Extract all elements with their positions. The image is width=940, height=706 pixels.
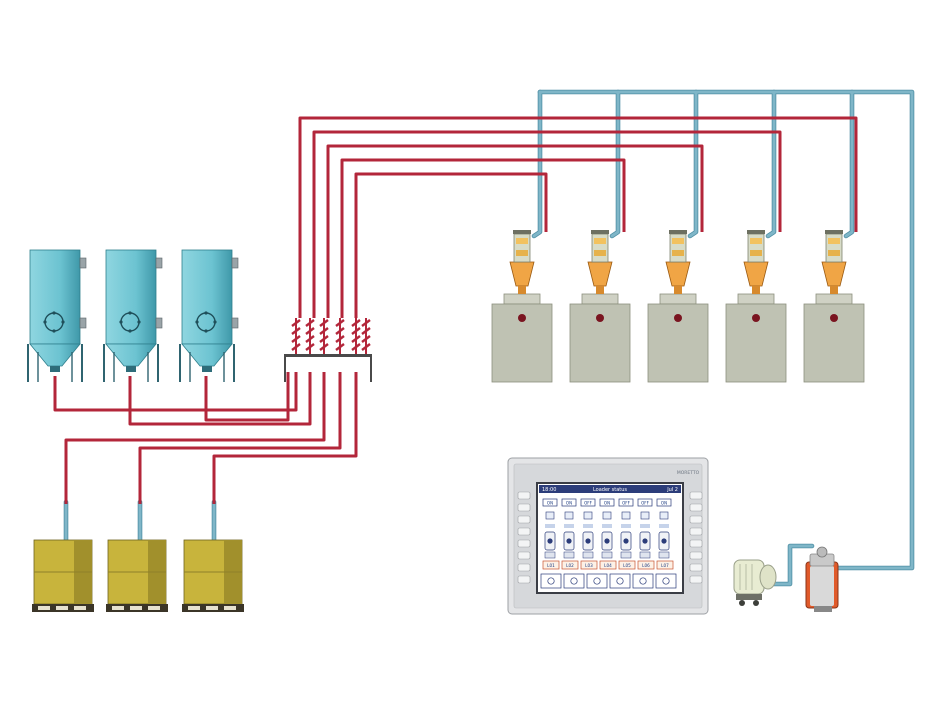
screen-header-title: Loader status [593, 487, 627, 493]
screen-content: ON L01 ON L02 OFF L03 ON L04 OFF L05 OFF L06 ON L07 [540, 498, 677, 589]
vacuum-main-line [538, 90, 914, 570]
silo-1-outlet-line [53, 372, 298, 412]
loader-machine [803, 230, 865, 383]
loaders-group [491, 230, 865, 383]
manifold-valve [351, 318, 361, 354]
screen-button [586, 573, 608, 589]
silo [103, 249, 163, 382]
screen-loader-label: L02 [566, 563, 574, 568]
screen-loader-label: L04 [604, 563, 612, 568]
silo [179, 249, 239, 382]
screen-status-label: ON [604, 501, 610, 506]
screen-header-left: 18:00 [542, 487, 556, 493]
loader-machine [647, 230, 709, 383]
screen-status-label: ON [547, 501, 553, 506]
material-line-loader-4 [312, 130, 782, 318]
vacuum-drop-2 [610, 90, 620, 238]
silo [27, 249, 87, 382]
manifold-valve [291, 318, 301, 354]
panel-key [517, 563, 531, 572]
vacuum-unit [733, 546, 839, 612]
central-filter [805, 546, 839, 612]
screen-button [655, 573, 677, 589]
vacuum-drop-4 [766, 90, 776, 238]
vacuum-drop-5 [844, 90, 854, 238]
panel-key [689, 491, 703, 500]
screen-button [632, 573, 654, 589]
control-panel: MORETTO 18:00 Loader status Jul 2 ONL01O… [507, 457, 709, 615]
panel-key [689, 503, 703, 512]
manifold-valve [319, 318, 329, 354]
boxes-group [32, 539, 244, 612]
screen-status-label: ON [566, 501, 572, 506]
vacuum-drop-1 [532, 90, 542, 238]
box-2-line [138, 372, 342, 504]
panel-key [517, 503, 531, 512]
screen-loader-label: L06 [642, 563, 650, 568]
manifold-valve [361, 318, 371, 354]
panel-key [689, 527, 703, 536]
screen-status-label: ON [661, 501, 667, 506]
screen-button [563, 573, 585, 589]
box-3-line [212, 372, 358, 504]
panel-key [517, 491, 531, 500]
screen-status-label: OFF [622, 501, 630, 506]
loader-machine [491, 230, 553, 383]
screen-button [609, 573, 631, 589]
panel-key [517, 539, 531, 548]
panel-key [689, 539, 703, 548]
material-line-loader-1 [354, 172, 548, 318]
box-1-line [64, 372, 326, 504]
panel-brand: MORETTO [677, 470, 700, 476]
screen-header-bar [539, 485, 681, 493]
vacuum-blower-link [770, 544, 814, 586]
manifold-valve [335, 318, 345, 354]
octabin-box [182, 539, 244, 612]
panel-key [689, 575, 703, 584]
screen-status-label: OFF [641, 501, 649, 506]
vacuum-line-network [63, 89, 915, 587]
material-line-network [53, 116, 858, 504]
octabin-box [106, 539, 168, 612]
material-line-loader-3 [326, 144, 704, 318]
panel-key [517, 515, 531, 524]
panel-side-keys [517, 491, 703, 584]
panel-key [517, 551, 531, 560]
material-line-loader-2 [340, 158, 626, 318]
panel-key [517, 527, 531, 536]
manifold-valve [305, 318, 315, 354]
silo-2-outlet-line [128, 372, 312, 426]
vacuum-drop-3 [688, 90, 698, 238]
screen-button [540, 573, 562, 589]
material-line-loader-5 [298, 116, 858, 318]
distribution-manifold [284, 318, 372, 382]
panel-key [689, 551, 703, 560]
octabin-box [32, 539, 94, 612]
panel-key [689, 515, 703, 524]
screen-loader-label: L05 [623, 563, 631, 568]
screen-loader-label: L03 [585, 563, 593, 568]
silo-3-outlet-line [204, 372, 290, 422]
screen-loader-label: L07 [661, 563, 669, 568]
loader-machine [569, 230, 631, 383]
silos-group [27, 249, 239, 382]
screen-header-right: Jul 2 [666, 487, 678, 493]
blower [733, 559, 777, 606]
loader-machine [725, 230, 787, 383]
screen-status-label: OFF [584, 501, 592, 506]
screen-loader-label: L01 [547, 563, 555, 568]
panel-key [689, 563, 703, 572]
panel-key [517, 575, 531, 584]
